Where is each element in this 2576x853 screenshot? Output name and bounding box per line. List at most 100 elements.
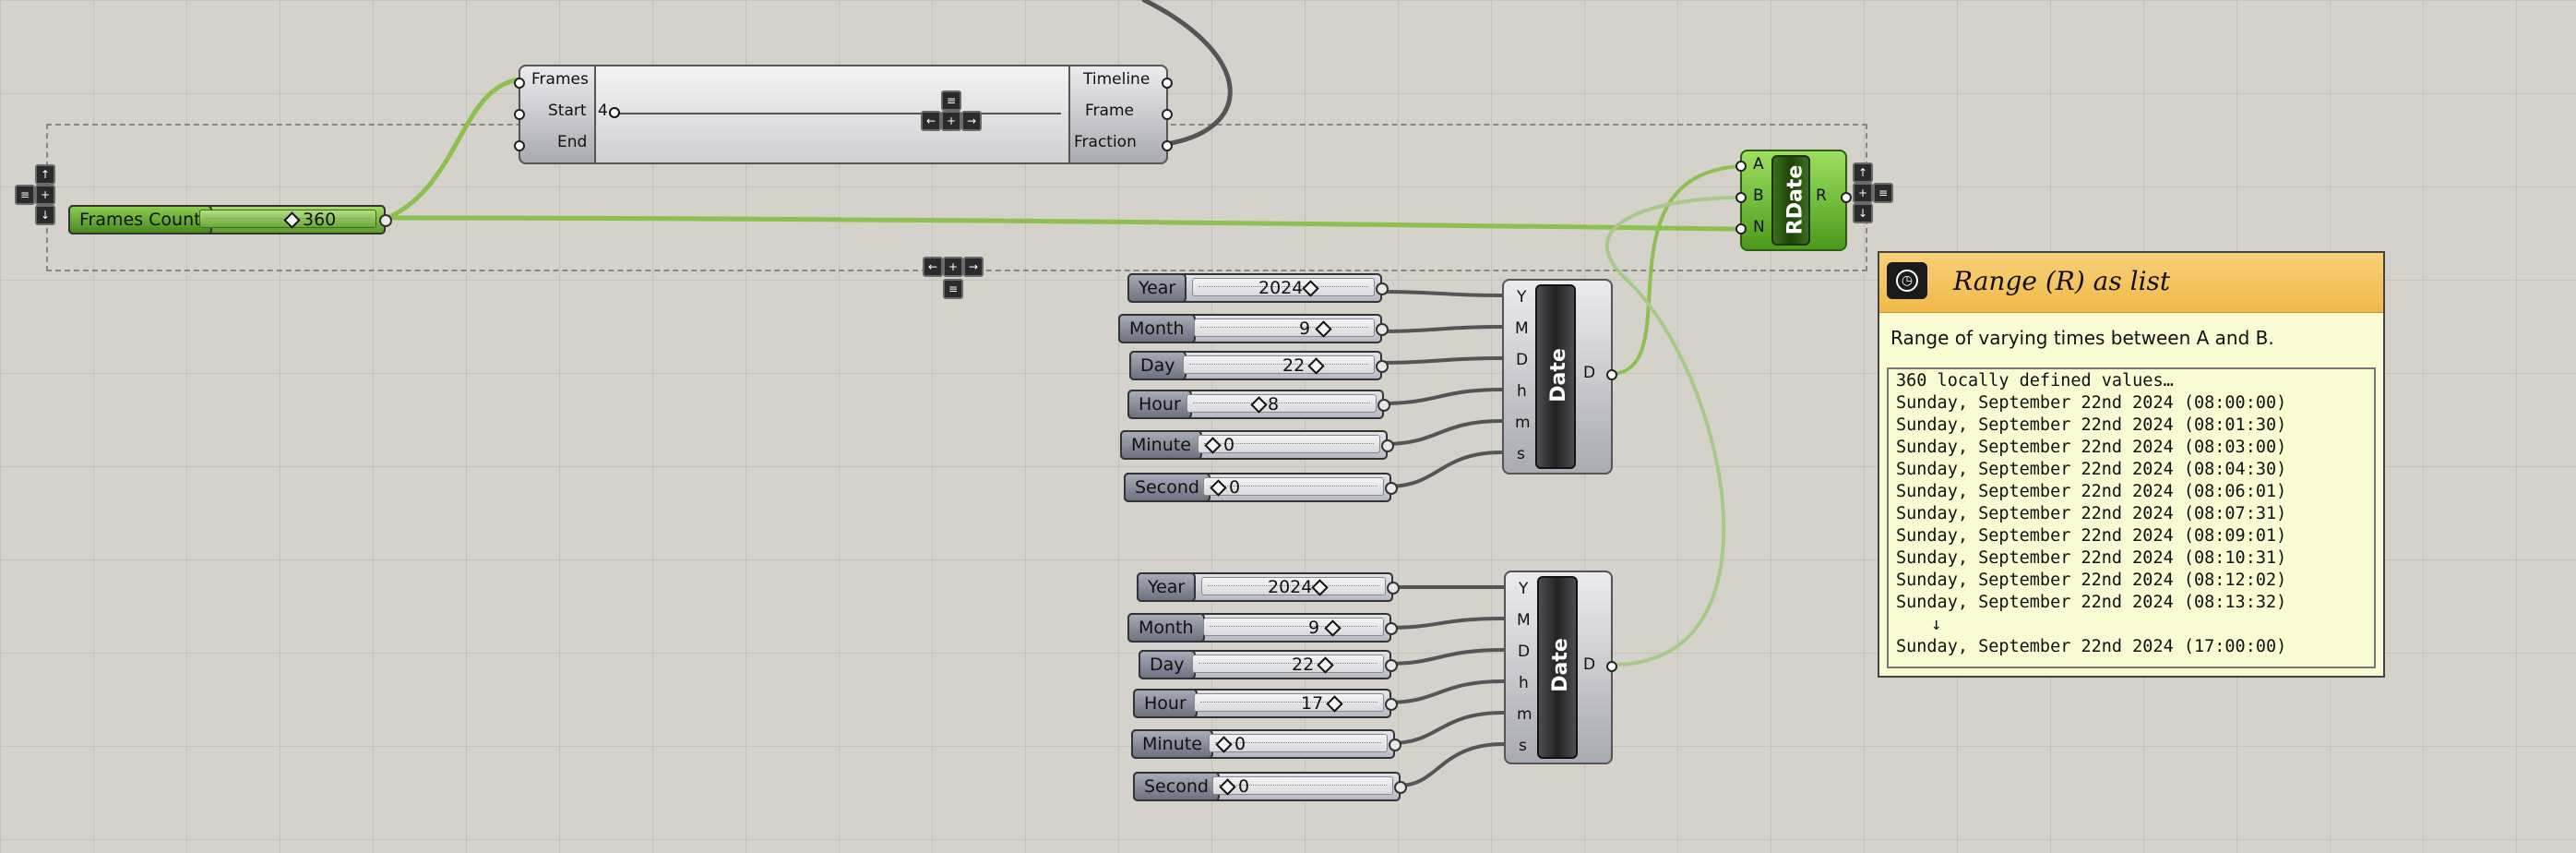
minute-slider-start[interactable]: Minute 0	[1120, 430, 1394, 460]
slider-label: Hour	[1133, 689, 1198, 718]
output-port[interactable]	[1162, 140, 1173, 151]
output-grip[interactable]	[379, 214, 392, 227]
month-slider-end[interactable]: Month 9	[1127, 613, 1398, 643]
year-slider-end[interactable]: Year 2024	[1137, 572, 1400, 602]
slider-track[interactable]	[1209, 734, 1388, 752]
tooltip-value-list: 360 locally defined values… Sunday, Sept…	[1887, 367, 2376, 668]
plus-icon[interactable]: +	[35, 185, 55, 205]
timeline-track[interactable]: 4	[594, 66, 1070, 162]
slider-value: 0	[1223, 435, 1235, 455]
bars-icon[interactable]: ≡	[15, 185, 35, 205]
output-grip[interactable]	[1385, 659, 1398, 672]
output-grip[interactable]	[1389, 739, 1401, 751]
plus-icon[interactable]: +	[1853, 183, 1873, 203]
output-port[interactable]	[1841, 192, 1852, 203]
month-slider-start[interactable]: Month 9	[1118, 314, 1389, 343]
left-navigator[interactable]: ↑ ≡ + ↓	[15, 164, 63, 231]
arrow-down-icon[interactable]: ↓	[1853, 203, 1873, 223]
plus-icon[interactable]: +	[943, 257, 963, 277]
output-port[interactable]	[1162, 78, 1173, 89]
component-body: RDate	[1771, 155, 1810, 246]
timeline-navigator[interactable]: ≡ ← + →	[921, 90, 987, 137]
hour-slider-start[interactable]: Hour 8	[1127, 390, 1390, 419]
slider-value: 9	[1308, 618, 1320, 638]
slider-label: Minute	[1131, 729, 1213, 759]
component-body: Date	[1535, 284, 1576, 469]
day-slider-end[interactable]: Day 22	[1139, 650, 1398, 679]
output-r: R	[1816, 186, 1827, 205]
input-b: B	[1753, 186, 1764, 205]
slider-track[interactable]	[1201, 577, 1386, 595]
component-label: Date	[1548, 638, 1572, 692]
bars-icon[interactable]: ≡	[1873, 183, 1893, 203]
playhead-marker[interactable]	[609, 107, 620, 118]
second-slider-end[interactable]: Second 0	[1133, 772, 1407, 801]
output-grip[interactable]	[1376, 360, 1389, 373]
output-grip[interactable]	[1385, 622, 1398, 635]
input-port[interactable]	[1735, 223, 1747, 234]
output-grip[interactable]	[1385, 698, 1398, 711]
output-grip[interactable]	[1377, 399, 1390, 412]
bars-icon[interactable]: ≡	[943, 279, 963, 299]
output-grip[interactable]	[1376, 282, 1389, 295]
bars-icon[interactable]: ≡	[941, 90, 961, 111]
output-port[interactable]	[1162, 109, 1173, 120]
frames-count-slider[interactable]: Frames Count 360	[68, 205, 392, 234]
input-port[interactable]	[1735, 161, 1747, 172]
output-grip[interactable]	[1385, 482, 1398, 495]
input-port[interactable]	[514, 140, 525, 151]
slider-track[interactable]	[1194, 318, 1375, 337]
slider-track[interactable]	[1192, 278, 1375, 296]
output-port[interactable]	[1606, 369, 1617, 380]
hour-slider-end[interactable]: Hour 17	[1133, 689, 1398, 718]
slider-track[interactable]	[1212, 776, 1393, 795]
slider-track[interactable]	[1203, 618, 1384, 636]
slider-track[interactable]	[1203, 477, 1384, 496]
slider-value: 8	[1268, 394, 1280, 414]
input-d: D	[1518, 643, 1531, 661]
output-grip[interactable]	[1381, 439, 1394, 452]
slider-track[interactable]	[1183, 355, 1375, 374]
bottom-navigator[interactable]: ← + → ≡	[923, 257, 989, 303]
arrow-up-icon[interactable]: ↑	[1853, 162, 1873, 183]
value-line: Sunday, September 22nd 2024 (08:04:30)	[1896, 460, 2287, 479]
slider-track[interactable]	[1198, 435, 1380, 453]
slider-track[interactable]	[1192, 655, 1384, 673]
rdate-component[interactable]: A B N RDate R	[1735, 150, 1852, 251]
input-port[interactable]	[1735, 192, 1747, 203]
slider-label: Second	[1124, 473, 1210, 502]
animator-component[interactable]: Frames Start End 4 Timeline Frame Fracti…	[514, 65, 1173, 164]
output-grip[interactable]	[1376, 323, 1389, 336]
input-start: Start	[548, 102, 587, 120]
arrow-right-icon[interactable]: →	[961, 111, 982, 131]
output-port[interactable]	[1606, 661, 1617, 672]
date-component-start[interactable]: Y M D h m s Date D	[1502, 279, 1617, 475]
input-port[interactable]	[514, 78, 525, 89]
output-grip[interactable]	[1394, 781, 1407, 794]
input-a: A	[1753, 155, 1764, 174]
arrow-up-icon[interactable]: ↑	[35, 164, 55, 185]
plus-icon[interactable]: +	[941, 111, 961, 131]
arrow-down-icon[interactable]: ↓	[35, 205, 55, 225]
minute-slider-end[interactable]: Minute 0	[1131, 729, 1401, 759]
slider-track[interactable]	[1194, 693, 1384, 712]
year-slider-start[interactable]: Year 2024	[1127, 273, 1389, 303]
date-component-end[interactable]: Y M D h m s Date D	[1504, 571, 1617, 764]
value-line: Sunday, September 22nd 2024 (08:00:00)	[1896, 393, 2287, 413]
second-slider-start[interactable]: Second 0	[1124, 473, 1398, 502]
arrow-right-icon[interactable]: →	[963, 257, 984, 277]
slider-label: Month	[1127, 613, 1205, 643]
output-timeline: Timeline	[1083, 70, 1151, 89]
slider-value: 360	[303, 210, 337, 230]
slider-label: Day	[1139, 650, 1196, 679]
slider-track[interactable]	[1187, 394, 1377, 413]
right-navigator[interactable]: ↑ + ≡ ↓	[1853, 162, 1901, 229]
slider-value: 17	[1301, 693, 1324, 714]
arrow-left-icon[interactable]: ←	[921, 111, 941, 131]
day-slider-start[interactable]: Day 22	[1129, 351, 1389, 380]
output-grip[interactable]	[1387, 582, 1400, 595]
input-port[interactable]	[514, 109, 525, 120]
arrow-left-icon[interactable]: ←	[923, 257, 943, 277]
slider-label: Month	[1118, 314, 1196, 343]
output-tooltip: ◷ Range (R) as list Range of varying tim…	[1878, 251, 2385, 678]
